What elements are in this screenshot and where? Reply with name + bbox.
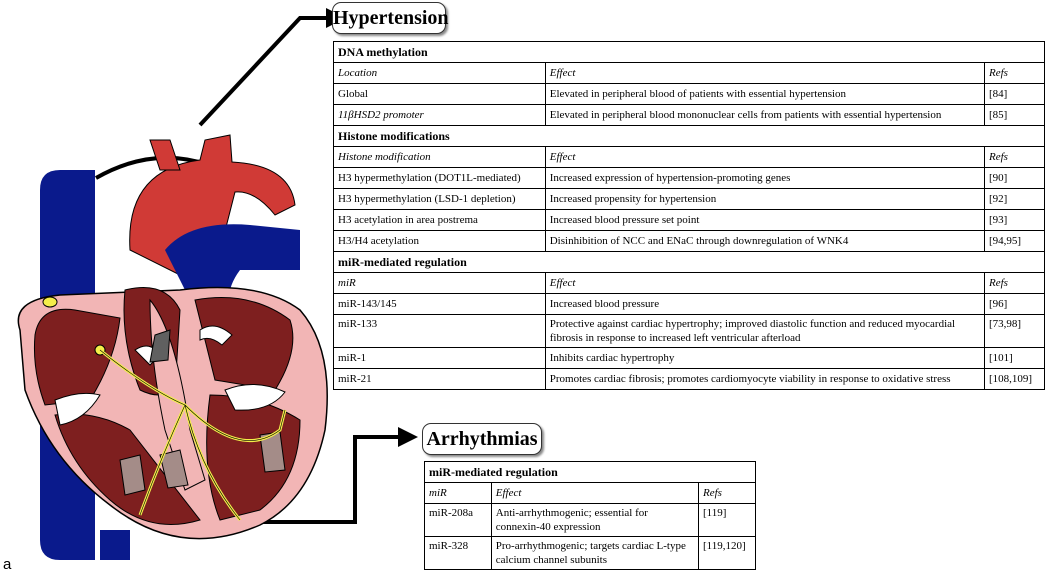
right-atrium	[33, 308, 121, 406]
table-row: 11βHSD2 promoter Elevated in peripheral …	[333, 104, 1045, 126]
column-header: Refs	[698, 482, 756, 504]
column-header: Location	[333, 62, 546, 84]
table-cell: miR-328	[424, 536, 492, 570]
column-header: Effect	[544, 272, 986, 294]
table-cell: [84]	[984, 83, 1045, 105]
table-row: miR-143/145 Increased blood pressure [96…	[333, 293, 1045, 315]
table-cell: [119]	[698, 503, 756, 537]
table-cell: H3 hypermethylation (DOT1L-mediated)	[333, 167, 546, 189]
table-cell: [92]	[984, 188, 1045, 210]
table-cell: Pro-arrhythmogenic; targets cardiac L-ty…	[490, 536, 700, 570]
table-cell: Promotes cardiac fibrosis; promotes card…	[544, 368, 986, 390]
table-cell: Increased expression of hypertension-pro…	[544, 167, 986, 189]
column-header: Effect	[490, 482, 700, 504]
table-cell: Disinhibition of NCC and ENaC through do…	[544, 230, 986, 252]
column-header: Refs	[984, 272, 1045, 294]
panel-label: a	[3, 556, 12, 573]
table-cell: miR-21	[333, 368, 546, 390]
table-cell: Global	[333, 83, 546, 105]
column-header: Histone modification	[333, 146, 546, 168]
table-cell: [101]	[984, 347, 1045, 369]
arrhythmias-title: Arrhythmias	[422, 423, 542, 455]
table-cell: [119,120]	[698, 536, 756, 570]
column-header: Effect	[544, 146, 986, 168]
table-cell: [93]	[984, 209, 1045, 231]
table-cell: [108,109]	[984, 368, 1045, 390]
aortic-valve	[199, 325, 233, 346]
arrhythmias-arrow-line	[240, 435, 400, 524]
table-cell: miR-143/145	[333, 293, 546, 315]
table-row: miR-208a Anti-arrhythmogenic; essential …	[424, 503, 756, 537]
section-heading: DNA methylation	[333, 41, 1045, 63]
mitral-valve	[224, 384, 286, 411]
table-row: H3 acetylation in area postrema Increase…	[333, 209, 1045, 231]
column-header: Refs	[984, 146, 1045, 168]
table-cell: miR-1	[333, 347, 546, 369]
table-cell: miR-208a	[424, 503, 492, 537]
table-row: H3 hypermethylation (LSD-1 depletion) In…	[333, 188, 1045, 210]
table-row: miR-133 Protective against cardiac hyper…	[333, 314, 1045, 348]
table-cell: miR-133	[333, 314, 546, 348]
arrhythmias-table: miR-mediated regulation miR Effect Refs …	[424, 461, 756, 570]
valve-cusp-dark	[149, 329, 171, 363]
table-row: miR-1 Inhibits cardiac hypertrophy [101]	[333, 347, 1045, 369]
hypertension-title: Hypertension	[332, 2, 449, 34]
arrhythmias-arrowhead	[398, 427, 418, 447]
column-header: Effect	[544, 62, 986, 84]
table-cell: Increased blood pressure	[544, 293, 986, 315]
table-cell: Anti-arrhythmogenic; essential for conne…	[490, 503, 700, 537]
table-cell: Inhibits cardiac hypertrophy	[544, 347, 986, 369]
table-cell: H3/H4 acetylation	[333, 230, 546, 252]
sa-node	[42, 296, 58, 308]
column-header: miR	[333, 272, 546, 294]
inferior-vena-cava	[100, 530, 130, 560]
table-cell: Increased blood pressure set point	[544, 209, 986, 231]
table-cell: [85]	[984, 104, 1045, 126]
table-row: Global Elevated in peripheral blood of p…	[333, 83, 1045, 105]
table-cell: Protective against cardiac hypertrophy; …	[544, 314, 986, 348]
table-cell: [90]	[984, 167, 1045, 189]
hypertension-arrow-line	[198, 16, 328, 127]
table-row: H3 hypermethylation (DOT1L-mediated) Inc…	[333, 167, 1045, 189]
column-header: Refs	[984, 62, 1045, 84]
table-row: miR-21 Promotes cardiac fibrosis; promot…	[333, 368, 1045, 390]
table-row: H3/H4 acetylation Disinhibition of NCC a…	[333, 230, 1045, 252]
table-row: miR-328 Pro-arrhythmogenic; targets card…	[424, 536, 756, 570]
papillary-muscle	[119, 454, 146, 496]
table-cell: Elevated in peripheral blood mononuclear…	[544, 104, 986, 126]
table-cell: Increased propensity for hypertension	[544, 188, 986, 210]
papillary-muscle	[159, 449, 189, 489]
table-cell: H3 hypermethylation (LSD-1 depletion)	[333, 188, 546, 210]
table-cell: H3 acetylation in area postrema	[333, 209, 546, 231]
column-header: miR	[424, 482, 492, 504]
section-heading: miR-mediated regulation	[424, 461, 756, 483]
section-heading: miR-mediated regulation	[333, 251, 1045, 273]
section-heading: Histone modifications	[333, 125, 1045, 147]
hypertension-table: DNA methylation Location Effect Refs Glo…	[333, 41, 1045, 390]
table-cell: 11βHSD2 promoter	[333, 104, 546, 126]
aortic-branch	[149, 139, 181, 171]
table-cell: Elevated in peripheral blood of patients…	[544, 83, 986, 105]
conduction-bundle-outline	[99, 349, 286, 521]
table-cell: [73,98]	[984, 314, 1045, 348]
left-atrium	[194, 297, 294, 391]
table-cell: [94,95]	[984, 230, 1045, 252]
table-cell: [96]	[984, 293, 1045, 315]
tricuspid-valve	[54, 392, 101, 426]
